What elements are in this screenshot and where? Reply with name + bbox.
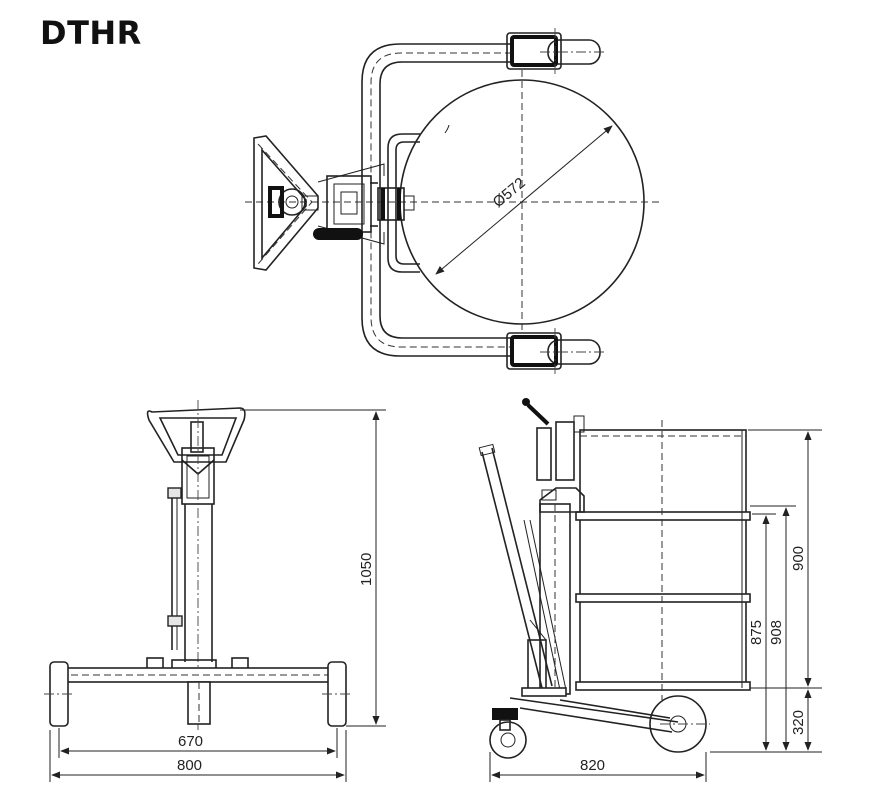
top-view: Ø572 [245,28,660,374]
diameter-label: Ø572 [490,174,529,211]
dim-820: 820 [580,757,605,774]
drum-side [579,429,747,689]
rear-caster [489,721,527,759]
dim-670: 670 [178,733,203,750]
dim-800: 800 [177,757,202,774]
dim-900: 900 [790,546,807,571]
dim-908: 908 [768,620,785,645]
foot-pedal [313,228,363,240]
side-view: 900 908 875 320 820 [478,398,822,782]
front-view: 1050 670 800 [44,400,386,782]
dim-320: 320 [790,710,807,735]
page-title: DTHR [40,14,142,52]
dim-1050: 1050 [358,553,375,586]
dim-875: 875 [748,620,765,645]
